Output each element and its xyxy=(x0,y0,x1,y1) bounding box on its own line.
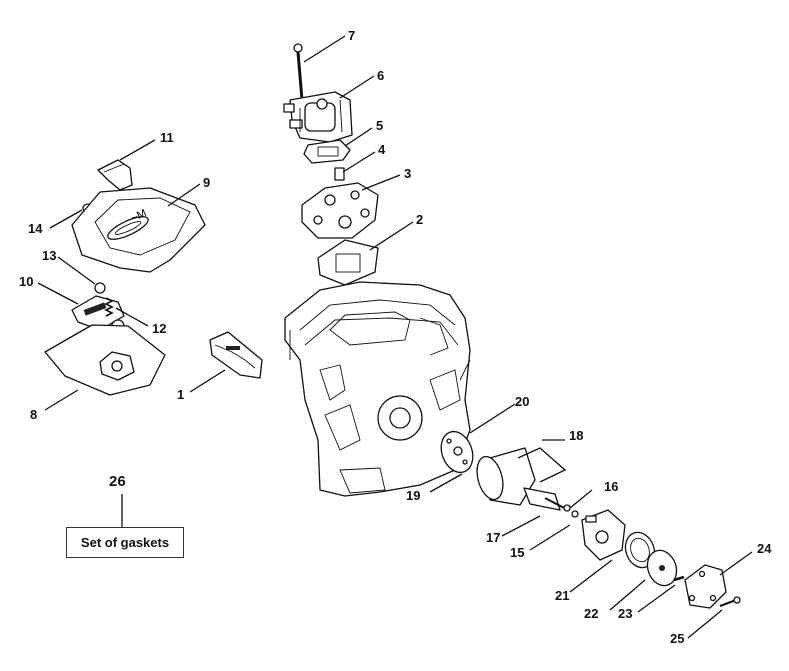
callout-2: 2 xyxy=(416,212,423,227)
callout-24: 24 xyxy=(757,541,772,556)
callout-14: 14 xyxy=(28,221,43,236)
part-6-carburetor xyxy=(283,91,353,143)
svg-text:~M: ~M xyxy=(129,207,148,224)
callout-4: 4 xyxy=(378,142,386,157)
callout-10: 10 xyxy=(19,274,33,289)
part-25-screw xyxy=(719,596,741,608)
part-17-shaft xyxy=(523,487,569,511)
part-13-ball xyxy=(94,282,106,294)
leader-lines xyxy=(37,35,753,639)
part-8-baseplate xyxy=(44,324,166,396)
part-1-bracket xyxy=(209,331,263,379)
callout-9: 9 xyxy=(203,175,210,190)
callout-labels: 7 6 5 4 3 2 11 9 14 13 10 12 8 1 20 18 1… xyxy=(19,28,772,646)
part-23-diaphragm xyxy=(646,549,678,587)
part-12-spring xyxy=(104,297,114,317)
part-11-knob xyxy=(97,159,133,191)
callout-1: 1 xyxy=(177,387,184,402)
callout-8: 8 xyxy=(30,407,37,422)
gasket-set-number: 26 xyxy=(109,473,126,490)
callout-17: 17 xyxy=(486,530,500,545)
callout-12: 12 xyxy=(152,321,166,336)
part-24-cover xyxy=(684,564,727,609)
part-4-nipple xyxy=(334,167,345,181)
callout-3: 3 xyxy=(404,166,411,181)
part-21-pump-body xyxy=(581,509,626,561)
part-19-cylinder xyxy=(476,447,536,506)
callout-7: 7 xyxy=(348,28,355,43)
crankcase-housing xyxy=(284,281,471,497)
part-5-gasket xyxy=(303,139,351,164)
callout-11: 11 xyxy=(160,130,174,145)
callout-16: 16 xyxy=(604,479,618,494)
part-9-cover: ~M xyxy=(71,187,206,273)
callout-13: 13 xyxy=(42,248,56,263)
callout-21: 21 xyxy=(555,588,569,603)
callout-23: 23 xyxy=(618,606,632,621)
pump-pin xyxy=(673,575,685,582)
part-22-gasket xyxy=(624,531,656,569)
callout-22: 22 xyxy=(584,606,598,621)
part-18-bracket xyxy=(517,447,567,483)
callout-5: 5 xyxy=(376,118,383,133)
part-15-washer xyxy=(563,504,571,512)
part-20-gasket xyxy=(440,430,474,474)
callout-19: 19 xyxy=(406,488,420,503)
part-7-screw xyxy=(293,43,304,101)
callout-6: 6 xyxy=(377,68,384,83)
part-3-flange xyxy=(301,182,379,239)
gasket-set-label: Set of gaskets xyxy=(66,527,184,558)
callout-25: 25 xyxy=(670,631,684,646)
callout-15: 15 xyxy=(510,545,524,560)
callout-18: 18 xyxy=(569,428,583,443)
callout-20: 20 xyxy=(515,394,529,409)
part-16-seal xyxy=(571,510,579,518)
part-2-gasket xyxy=(317,239,379,286)
